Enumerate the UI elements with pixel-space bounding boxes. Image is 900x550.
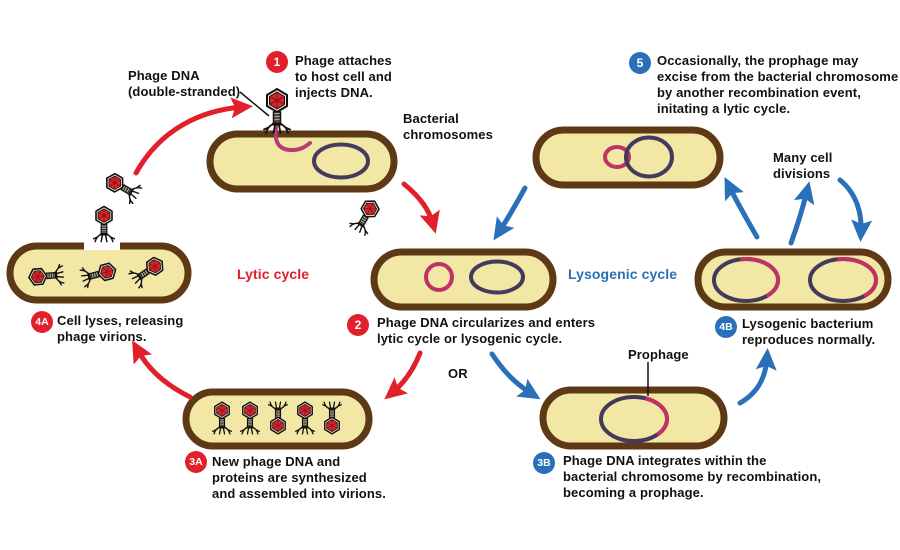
step-5-badge: 5 (629, 52, 651, 74)
step-2-badge: 2 (347, 314, 369, 336)
cell-phage-dna-circularized (370, 248, 557, 311)
cell-lysogen-dividing (694, 248, 892, 311)
lysis-gap (84, 238, 120, 250)
bacterial-chromosome (312, 142, 370, 180)
phage-icon (347, 195, 385, 237)
or-label: OR (448, 366, 468, 381)
bacterial-chromosomes-label: Bacterial chromosomes (403, 111, 493, 142)
division-arrow-to-excision (724, 177, 760, 240)
step-2-text: Phage DNA circularizes and enters lytic … (377, 315, 596, 346)
step-3a-text: New phage DNA and proteins are synthesiz… (212, 454, 386, 501)
step-4a-badge: 4A (31, 311, 53, 333)
lysogenic-arrow-to-integration (489, 351, 541, 400)
division-arrow-up (788, 181, 815, 246)
lysogenic-cycle-label: Lysogenic cycle (568, 266, 678, 282)
prophage-segment (837, 256, 879, 298)
step-4b-badge: 4B (715, 316, 737, 338)
many-cell-divisions-label: Many cell divisions (773, 150, 833, 181)
bacterial-chromosome (469, 259, 525, 295)
cell-host-infected (206, 120, 398, 193)
step-1-text: Phage attaches to host cell and injects … (295, 53, 392, 100)
prophage-label: Prophage (628, 347, 689, 362)
lysogenic-arrow-to-reproduction (737, 348, 777, 406)
lysogenic-arrow-excision-to-lytic (493, 185, 528, 241)
lytic-arrow-injection-to-circularize (401, 181, 440, 234)
phage-dna-pointer-line (239, 91, 270, 117)
cell-prophage-excision (532, 126, 724, 189)
lytic-arrow-to-lysis (132, 340, 193, 400)
step-3a-badge: 3A (185, 451, 207, 473)
lytic-cycle-label: Lytic cycle (237, 266, 310, 282)
division-arrow-down (837, 177, 873, 242)
lytic-arrow-to-assembly (384, 350, 423, 400)
step-3b-badge: 3B (533, 452, 555, 474)
step-3b-text: Phage DNA integrates within the bacteria… (563, 453, 822, 500)
step-1-badge: 1 (266, 51, 288, 73)
step-5-text: Occasionally, the prophage may excise fr… (657, 53, 899, 116)
prophage-segment (740, 256, 781, 298)
cell-prophage-integrated (539, 386, 728, 450)
circular-phage-dna (424, 262, 454, 292)
phage-icon (92, 205, 116, 243)
injected-phage-dna-strand (273, 120, 312, 153)
lytic-arrow-reinfection (133, 97, 253, 176)
excising-phage-dna-loop (603, 145, 631, 169)
bacterial-chromosome-loop (624, 135, 674, 179)
prophage-segment (644, 396, 669, 437)
phage-dna-label: Phage DNA (double-stranded) (128, 68, 241, 99)
step-4b-text: Lysogenic bacterium reproduces normally. (742, 316, 876, 347)
step-4a-text: Cell lyses, releasing phage virions. (57, 313, 184, 344)
